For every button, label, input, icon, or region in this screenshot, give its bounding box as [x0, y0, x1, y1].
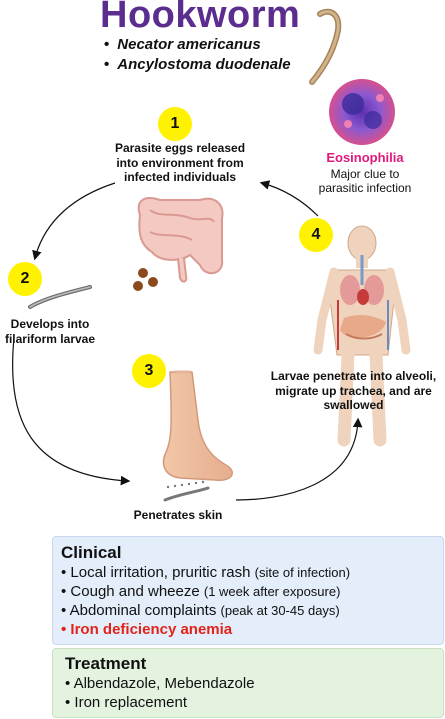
species-item: •Necator americanus [104, 36, 261, 53]
treatment-item-text: Iron replacement [74, 694, 187, 711]
arrow-1-to-2 [32, 182, 116, 261]
step-text-line: Penetrates skin [133, 508, 223, 522]
step-text-line: Parasite eggs released [114, 141, 246, 155]
treatment-item-text: Albendazole, Mebendazole [73, 675, 255, 692]
clinical-item-main: Local irritation, pruritic rash [70, 564, 251, 581]
step-1-text: Parasite eggs released into environment … [90, 141, 270, 185]
step-text-line: Develops into [10, 317, 90, 331]
treatment-item: • Iron replacement [65, 694, 187, 711]
arrow-3-to-4 [235, 417, 363, 501]
step-text-line: migrate up trachea, and are [275, 383, 432, 398]
human-body-image [313, 225, 411, 447]
clinical-item: • Cough and wheeze (1 week after exposur… [61, 583, 341, 600]
eosinophilia-desc-line: Major clue to [330, 167, 400, 181]
eggs-image [133, 268, 158, 291]
eosinophil-image [329, 79, 395, 145]
clinical-item-note: (1 week after exposure) [203, 584, 341, 599]
eosinophilia-description: Major clue to parasitic infection [300, 167, 430, 195]
step-4-text: Larvae penetrate into alveoli, migrate u… [262, 369, 445, 413]
treatment-item: • Albendazole, Mebendazole [65, 675, 255, 692]
step-2-text: Develops into filariform larvae [0, 317, 100, 346]
step-2-badge: 2 [8, 262, 42, 296]
step-text-line: Larvae penetrate into alveoli, [270, 369, 437, 383]
arrow-4-to-1 [259, 180, 319, 217]
clinical-item-main: Cough and wheeze [70, 583, 200, 600]
species-name: Ancylostoma duodenale [117, 56, 291, 73]
species-name: Necator americanus [117, 36, 261, 53]
clinical-item: • Local irritation, pruritic rash (site … [61, 564, 351, 581]
clinical-item-note: (site of infection) [254, 565, 351, 580]
clinical-box: Clinical • Local irritation, pruritic ra… [52, 536, 444, 645]
treatment-box: Treatment • Albendazole, Mebendazole • I… [52, 648, 444, 718]
larva-image [163, 486, 210, 502]
step-text-line: infected individuals [123, 170, 237, 184]
page-title: Hookworm [100, 0, 301, 36]
step-text-line: into environment from [116, 155, 244, 170]
eosinophilia-desc-line: parasitic infection [318, 181, 412, 195]
foot-image [162, 370, 234, 481]
clinical-item: • Abdominal complaints (peak at 30-45 da… [61, 602, 340, 619]
step-text-line: filariform larvae [4, 331, 96, 346]
clinical-item-main: Iron deficiency anemia [70, 621, 233, 638]
clinical-item-main: Abdominal complaints [69, 602, 217, 619]
step-3-text: Penetrates skin [118, 508, 238, 523]
clinical-item-highlight: • Iron deficiency anemia [61, 621, 233, 638]
clinical-item-note: (peak at 30-45 days) [220, 603, 340, 618]
intestine-image [137, 197, 224, 283]
treatment-heading: Treatment [65, 654, 147, 673]
species-item: •Ancylostoma duodenale [104, 56, 291, 73]
arrow-2-to-3 [11, 337, 131, 486]
step-1-badge: 1 [158, 107, 192, 141]
step-text-line: swallowed [323, 398, 384, 412]
clinical-heading: Clinical [61, 543, 122, 562]
eosinophilia-label: Eosinophilia [326, 150, 404, 165]
step-4-badge: 4 [299, 218, 333, 252]
step-3-badge: 3 [132, 354, 166, 388]
